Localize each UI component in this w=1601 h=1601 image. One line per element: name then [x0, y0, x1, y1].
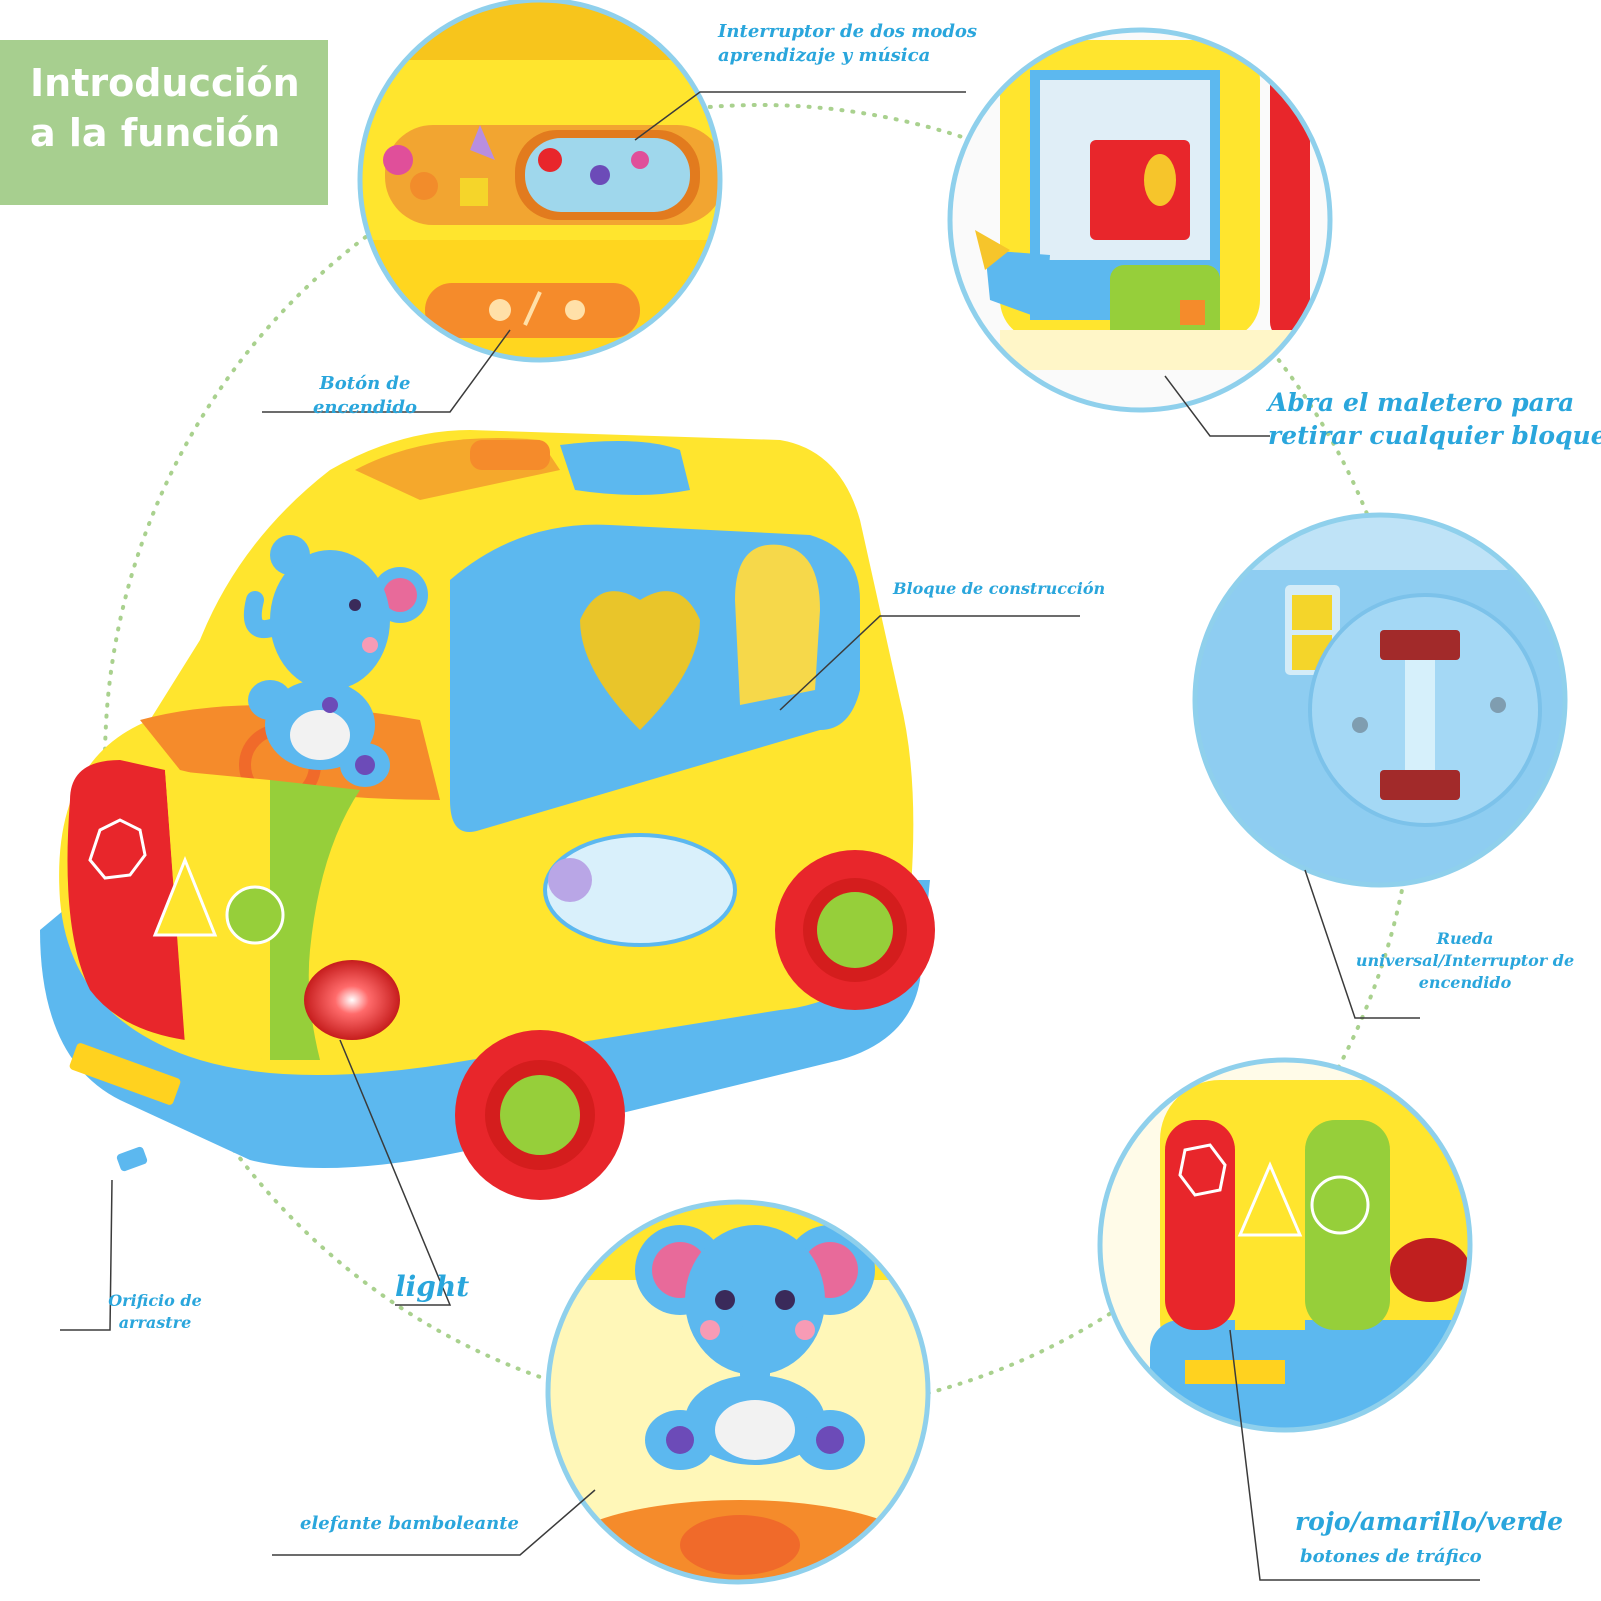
- leader-traffic: [1229, 1329, 1480, 1581]
- leader-elephant: [272, 1489, 596, 1556]
- leader-wheel: [1304, 869, 1420, 1019]
- label-mode-switch: Interruptor de dos modos aprendizaje y m…: [718, 20, 977, 68]
- label-power-button-line-2: encendido: [312, 397, 418, 418]
- label-power-button: Botón de encendido: [290, 372, 440, 420]
- label-drag-hole-line-1: Orificio de: [108, 1291, 202, 1310]
- title-badge: Introducción a la función: [0, 40, 328, 205]
- headlight: [304, 960, 400, 1040]
- leader-lines: [60, 91, 1480, 1581]
- toy-car-main: [40, 430, 935, 1200]
- label-trunk-line-1: Abra el maletero para: [1268, 388, 1575, 417]
- label-power-button-line-1: Botón de: [319, 373, 411, 394]
- leader-building-block: [779, 615, 1080, 711]
- label-mode-switch-line-2: aprendizaje y música: [718, 45, 931, 66]
- label-trunk-line-2: retirar cualquier bloque: [1268, 421, 1601, 450]
- label-traffic-colors: rojo/amarillo/verde: [1295, 1507, 1564, 1536]
- detail-circle-elephant: [545, 1199, 931, 1585]
- label-universal-wheel-line-3: encendido: [1418, 973, 1512, 992]
- label-mode-switch-line-1: Interruptor de dos modos: [718, 21, 978, 42]
- label-universal-wheel-line-1: Rueda: [1436, 929, 1494, 948]
- leader-drag-hole: [60, 1179, 113, 1331]
- label-drag-hole-line-2: arrastre: [118, 1313, 192, 1332]
- label-light: light: [395, 1270, 470, 1303]
- detail-circle-mode-switch: [357, 0, 723, 363]
- label-universal-wheel-line-2: universal/Interruptor de: [1355, 951, 1575, 970]
- label-universal-wheel: Rueda universal/Interruptor de encendido: [1340, 928, 1590, 994]
- detail-circle-wheel: [1192, 512, 1568, 888]
- title-line-2: a la función: [30, 111, 281, 155]
- label-wobbling-elephant: elefante bamboleante: [300, 1513, 519, 1534]
- leader-mode-switch: [634, 91, 966, 141]
- label-drag-hole: Orificio de arrastre: [85, 1290, 225, 1334]
- label-traffic-buttons: botones de tráfico: [1300, 1546, 1482, 1567]
- leader-trunk: [1164, 375, 1270, 437]
- label-trunk: Abra el maletero para retirar cualquier …: [1268, 386, 1601, 452]
- detail-circle-traffic-buttons: [1097, 1057, 1473, 1433]
- leader-power-button: [262, 329, 511, 413]
- detail-circle-trunk: [947, 27, 1333, 413]
- label-building-block: Bloque de construcción: [893, 579, 1106, 598]
- title-line-1: Introducción: [30, 61, 300, 105]
- leader-light: [339, 1039, 452, 1306]
